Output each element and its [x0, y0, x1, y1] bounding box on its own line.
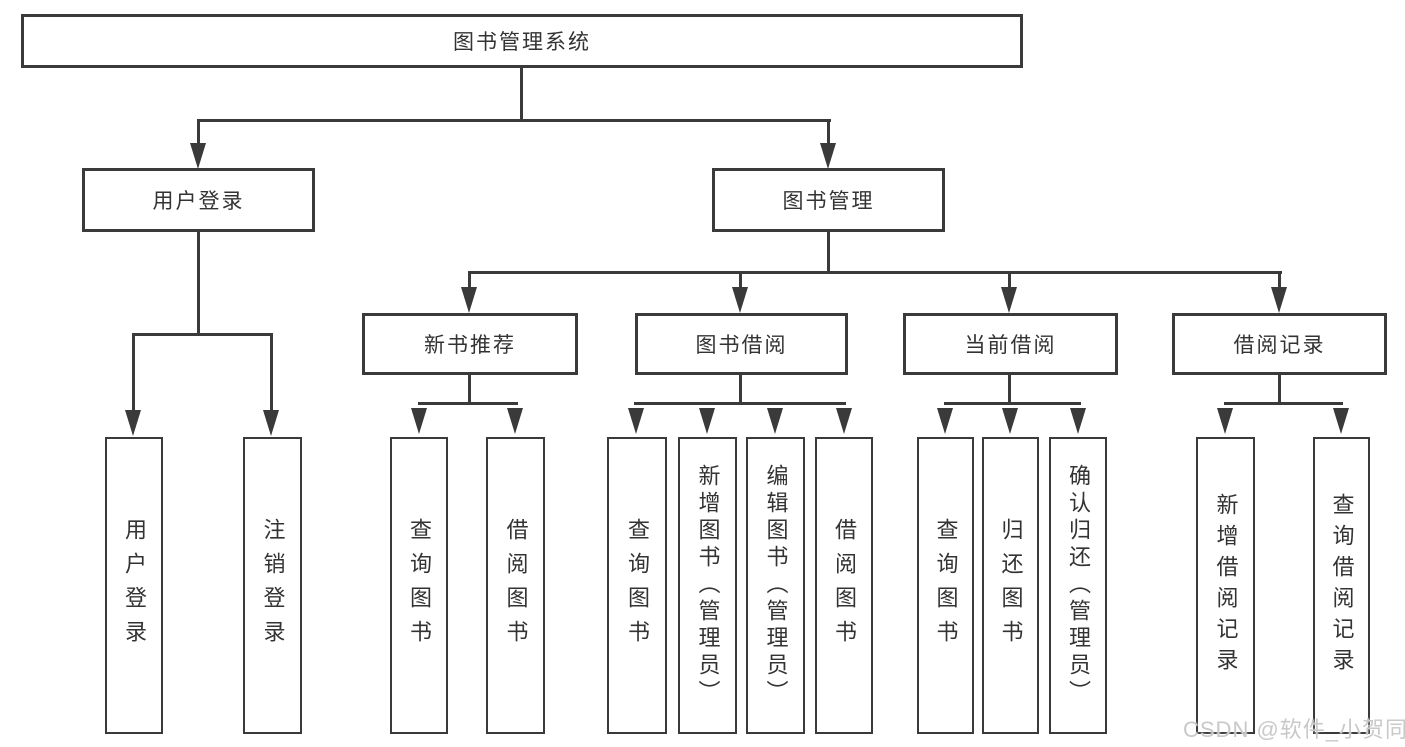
node-add-books-admin: 新增图书（管理员） [678, 437, 737, 734]
arrow-to-book-management [820, 143, 836, 169]
arrow-to-borrow-books-recommend [507, 408, 523, 434]
arrow-to-add-books-admin [699, 408, 715, 434]
connector-borrow-record-rail [1224, 402, 1343, 405]
arrow-to-query-books-borrow [628, 408, 644, 434]
connector-root-stem [520, 68, 523, 119]
connector-borrow-record-stem [1278, 375, 1281, 405]
node-borrowing-records: 借阅记录 [1172, 313, 1387, 375]
node-book-management: 图书管理 [712, 168, 945, 232]
node-query-borrow-record: 查询借阅记录 [1313, 437, 1370, 734]
arrow-to-user-login [190, 143, 206, 169]
node-user-login-leaf: 用户登录 [105, 437, 163, 734]
node-query-books-current: 查询图书 [917, 437, 974, 734]
connector-current-borrow-stem [1008, 375, 1011, 405]
node-confirm-return-admin: 确认归还（管理员） [1049, 437, 1107, 734]
connector-new-book-rail [418, 402, 518, 405]
connector-level1-rail [197, 119, 831, 122]
csdn-watermark: CSDN @软件_小贺同学 [1183, 717, 1405, 742]
connector-login-leaf-drop [132, 333, 135, 412]
arrow-to-current-borrowing [1001, 287, 1017, 313]
node-user-login: 用户登录 [82, 168, 315, 232]
arrow-to-edit-books-admin [767, 408, 783, 434]
arrow-to-query-books-recommend [411, 408, 427, 434]
arrow-to-borrow-books [836, 408, 852, 434]
arrow-to-book-borrowing [732, 287, 748, 313]
arrow-to-return-books [1002, 408, 1018, 434]
arrow-to-add-borrow-record [1217, 408, 1233, 434]
arrow-to-login-leaf [125, 410, 141, 436]
arrow-to-query-borrow-record [1333, 408, 1349, 434]
connector-logout-drop [270, 333, 273, 412]
node-borrow-books-recommend: 借阅图书 [486, 437, 545, 734]
arrow-to-query-books-current [937, 408, 953, 434]
node-library-management-system: 图书管理系统 [21, 14, 1023, 68]
arrow-to-borrowing-records [1271, 287, 1287, 313]
node-new-book-recommendation: 新书推荐 [362, 313, 578, 375]
connector-new-book-stem [468, 375, 471, 405]
node-query-books-borrow: 查询图书 [607, 437, 667, 734]
node-return-books: 归还图书 [982, 437, 1039, 734]
arrow-to-logout [263, 410, 279, 436]
connector-borrow-record-drop [1278, 271, 1281, 289]
connector-new-book-drop [468, 271, 471, 289]
connector-current-borrow-rail [944, 402, 1081, 405]
connector-current-borrow-drop [1008, 271, 1011, 289]
connector-book-borrow-rail [634, 402, 846, 405]
arrow-to-new-book-recommendation [461, 287, 477, 313]
node-add-borrow-record: 新增借阅记录 [1196, 437, 1255, 734]
connector-level2-rail [468, 271, 1282, 274]
connector-user-login-rail [132, 333, 273, 336]
connector-user-login-stem [197, 232, 200, 336]
arrow-to-confirm-return-admin [1070, 408, 1086, 434]
connector-book-borrow-stem [739, 375, 742, 405]
node-current-borrowing: 当前借阅 [903, 313, 1118, 375]
node-logout: 注销登录 [243, 437, 302, 734]
node-borrow-books: 借阅图书 [815, 437, 873, 734]
connector-user-login-drop [197, 119, 200, 147]
node-book-borrowing: 图书借阅 [635, 313, 848, 375]
node-query-books-recommend: 查询图书 [390, 437, 448, 734]
node-edit-books-admin: 编辑图书（管理员） [746, 437, 805, 734]
connector-book-borrow-drop [739, 271, 742, 289]
connector-book-management-stem [827, 232, 830, 274]
connector-book-management-drop [827, 119, 830, 147]
